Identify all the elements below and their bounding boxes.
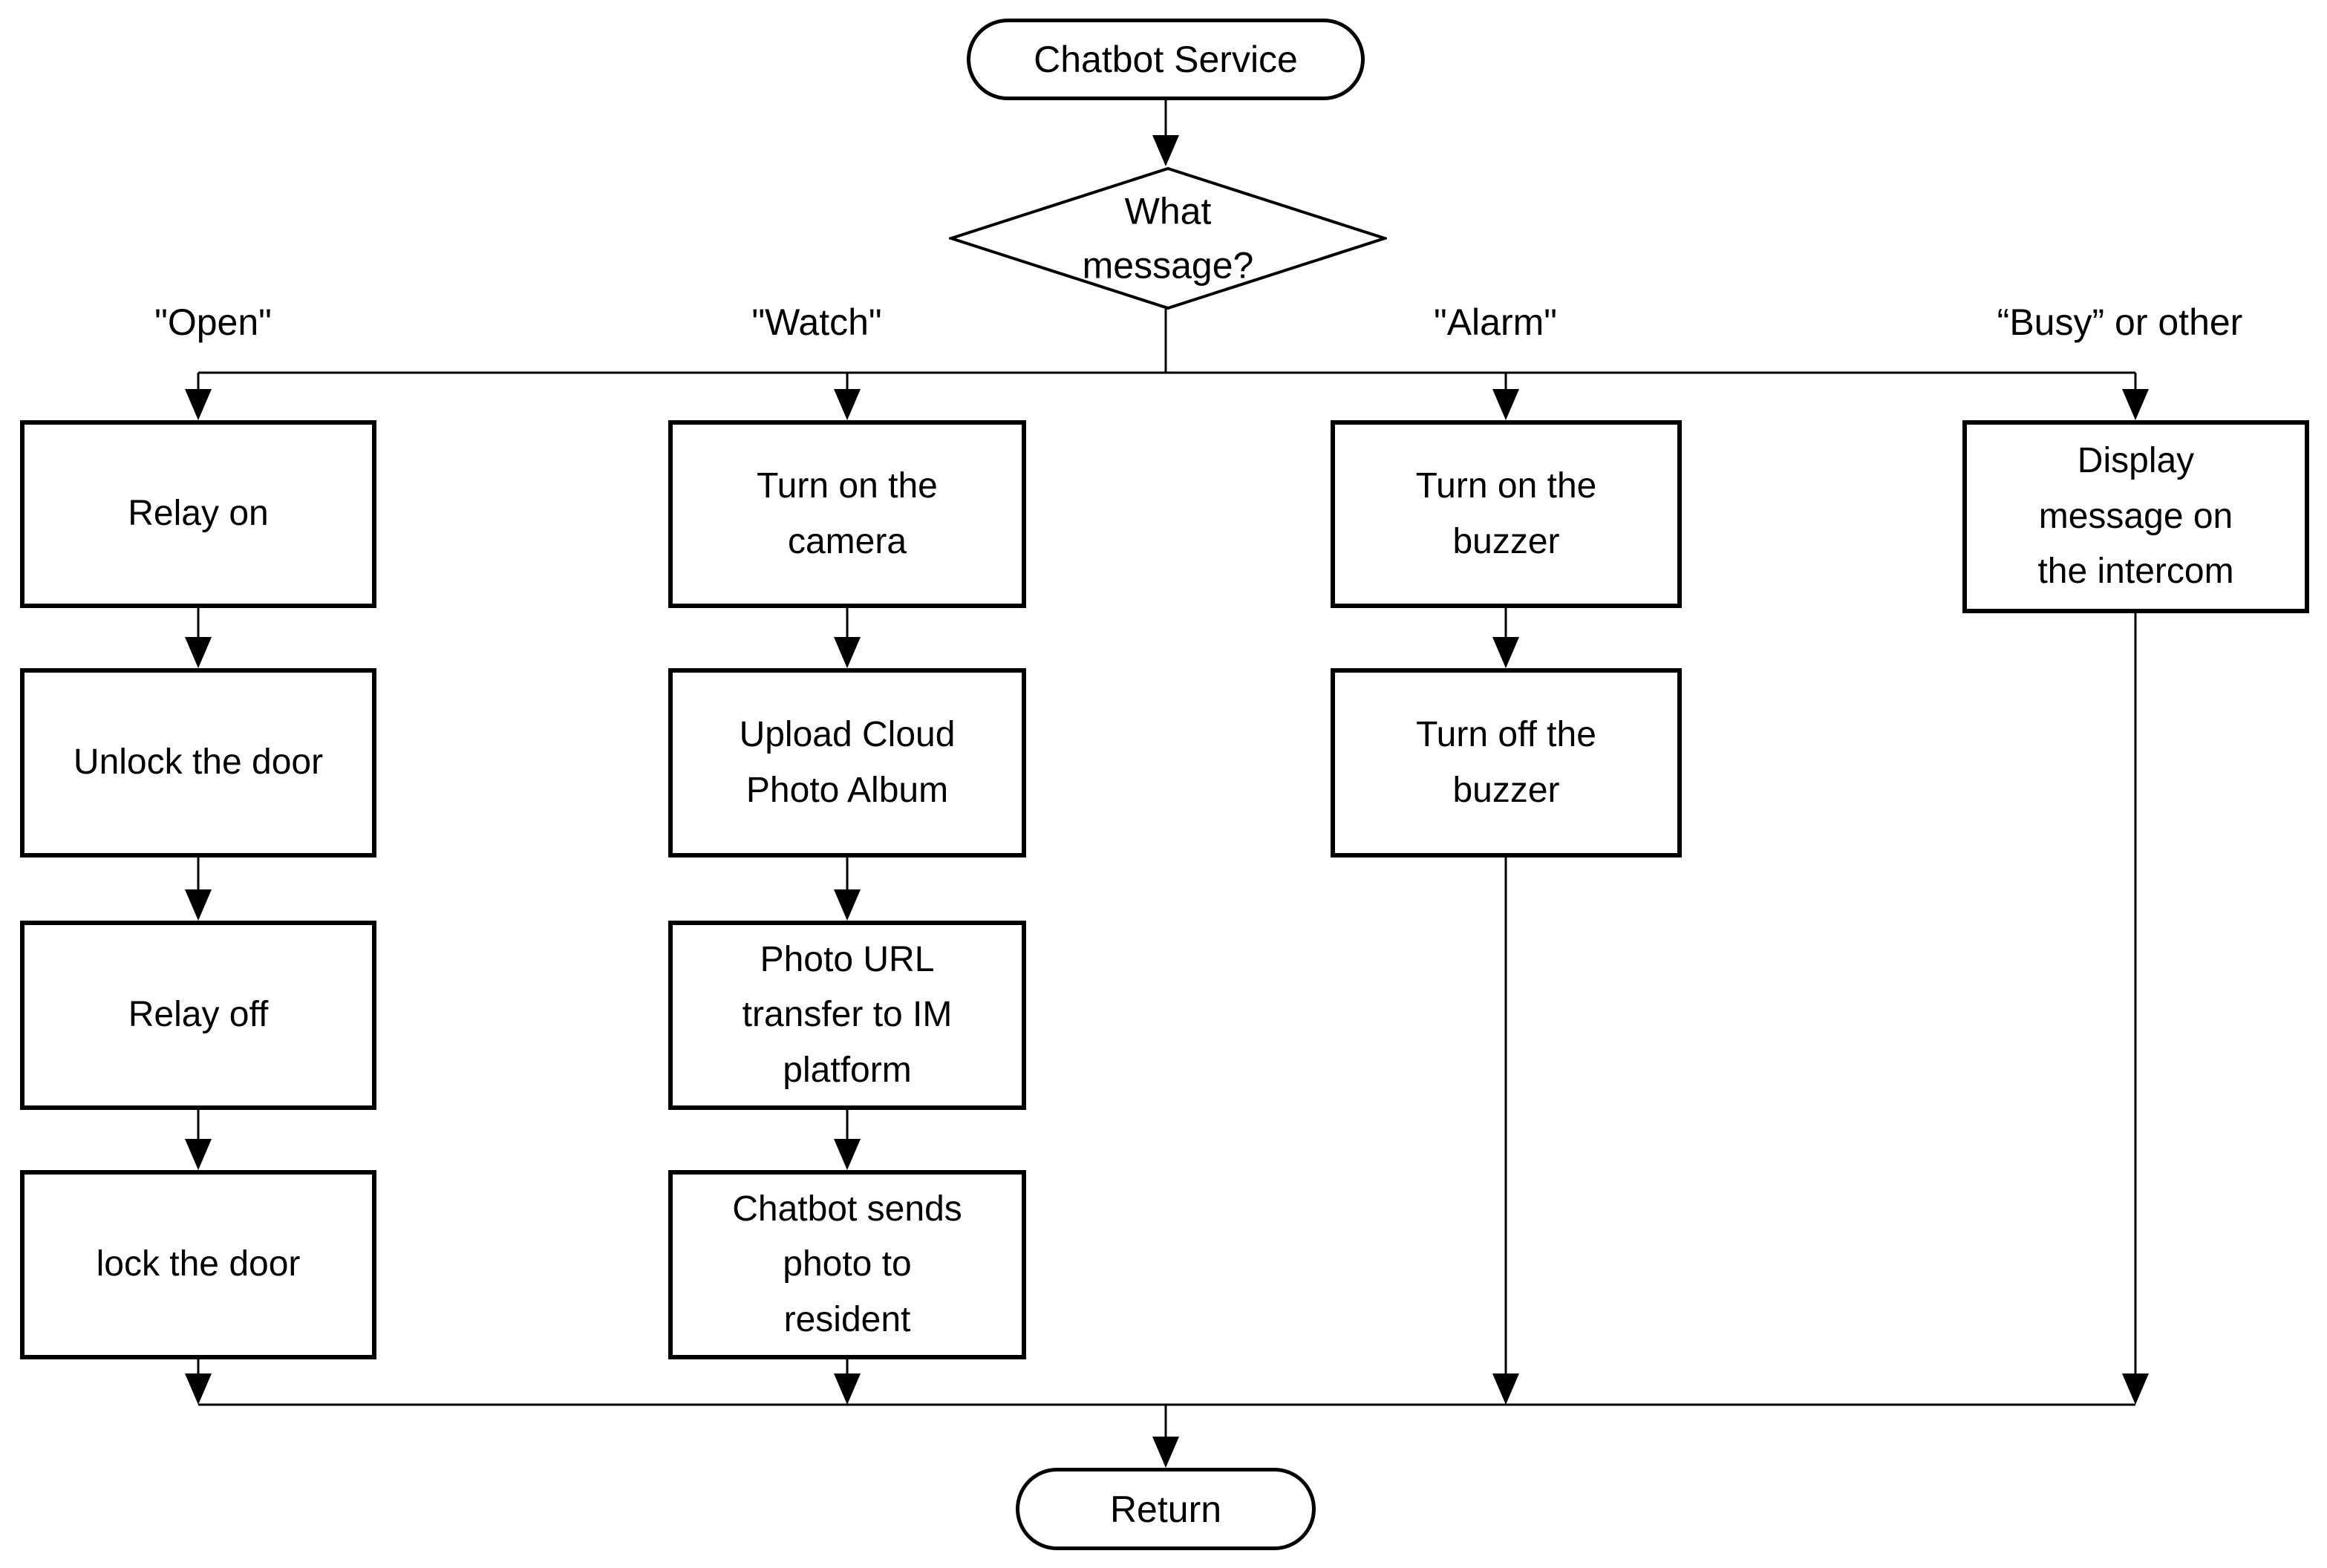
- decision-label: What message?: [1082, 190, 1254, 287]
- process-label: lock the door: [96, 1244, 301, 1284]
- edges-alarm-column: [1492, 608, 1519, 1405]
- edge-start-to-decision: [1152, 100, 1179, 166]
- process-label: Relay on: [128, 494, 269, 534]
- edges-busy-column: [2122, 613, 2149, 1405]
- process-photo-url-transfer: Photo URL transfer to IM platform: [668, 921, 1026, 1110]
- edge-branch-drops: [185, 373, 2149, 420]
- diamond-shape: [949, 167, 1387, 310]
- process-upload-cloud-photo-album: Upload Cloud Photo Album: [668, 668, 1026, 858]
- process-label: Turn off the buzzer: [1416, 715, 1596, 810]
- start-terminator: Chatbot Service: [967, 19, 1365, 100]
- process-display-message-intercom: Display message on the intercom: [1962, 420, 2309, 613]
- process-label: Unlock the door: [73, 742, 324, 783]
- process-chatbot-sends-photo: Chatbot sends photo to resident: [668, 1170, 1026, 1359]
- process-label: Turn on the camera: [757, 466, 938, 561]
- branch-label-open: "Open": [154, 301, 272, 343]
- edge-converge-to-return: [198, 1403, 2135, 1468]
- process-label: Relay off: [128, 995, 269, 1035]
- decision-node: What message?: [949, 167, 1387, 310]
- process-label: Upload Cloud Photo Album: [739, 715, 956, 810]
- process-lock-the-door: lock the door: [20, 1170, 376, 1359]
- process-turn-on-camera: Turn on the camera: [668, 420, 1026, 608]
- process-label: Display message on the intercom: [2037, 441, 2234, 592]
- process-turn-on-buzzer: Turn on the buzzer: [1331, 420, 1682, 608]
- edge-decision-to-branch-line: [198, 309, 2135, 374]
- process-label: Chatbot sends photo to resident: [732, 1189, 962, 1339]
- end-label: Return: [1109, 1488, 1222, 1530]
- process-unlock-the-door: Unlock the door: [20, 668, 376, 858]
- process-turn-off-buzzer: Turn off the buzzer: [1331, 668, 1682, 858]
- branch-label-alarm: "Alarm": [1433, 301, 1558, 343]
- branch-label-busy: “Busy” or other: [1997, 301, 2243, 343]
- start-label: Chatbot Service: [1034, 39, 1298, 80]
- process-label: Photo URL transfer to IM platform: [742, 939, 953, 1090]
- process-label: Turn on the buzzer: [1415, 466, 1597, 561]
- process-relay-off: Relay off: [20, 921, 376, 1110]
- edges-open-column: [185, 608, 212, 1405]
- end-terminator: Return: [1016, 1468, 1316, 1550]
- branch-label-watch: "Watch": [751, 301, 882, 343]
- process-relay-on: Relay on: [20, 420, 376, 608]
- edges-watch-column: [834, 608, 861, 1405]
